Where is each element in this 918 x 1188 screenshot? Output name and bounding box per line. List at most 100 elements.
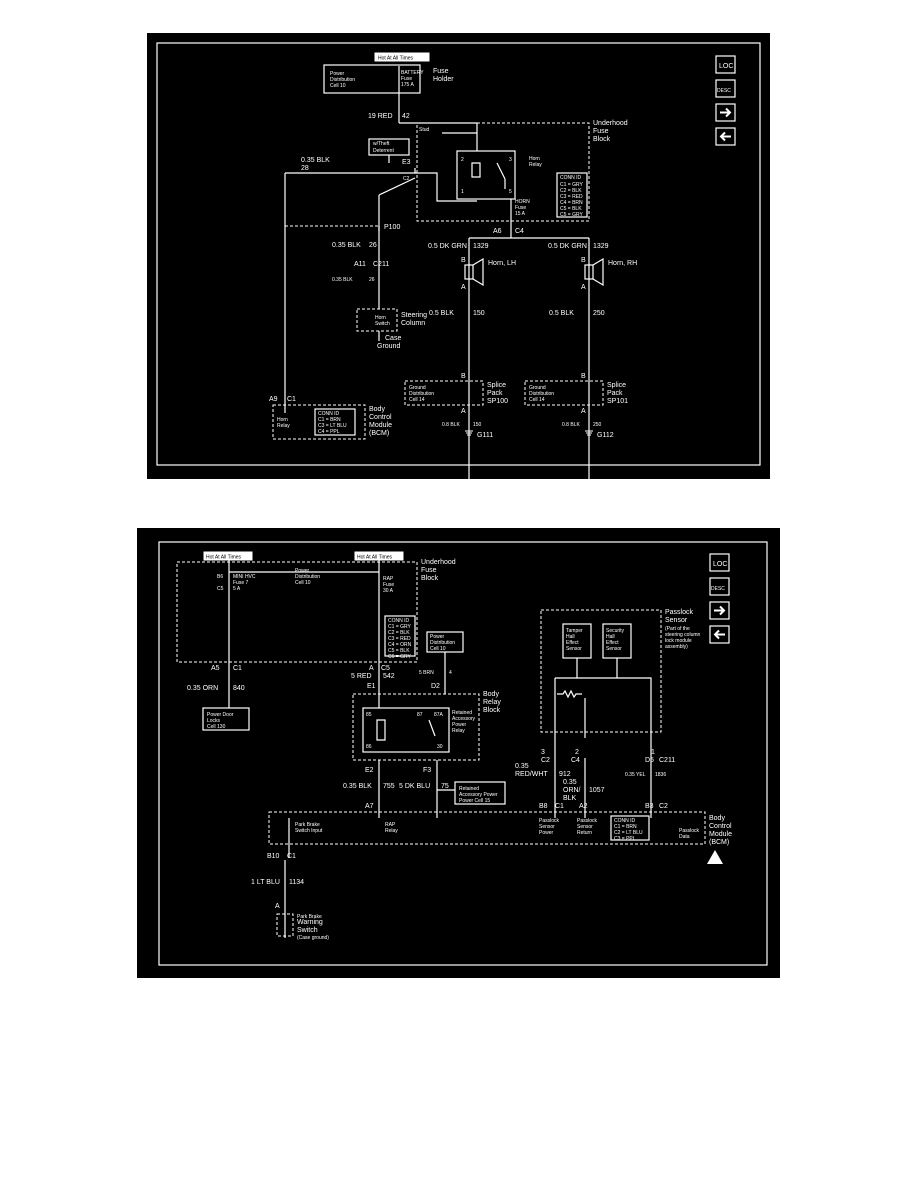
underhood-label-2: Fuse (593, 128, 609, 135)
wire-lt-blu: 1 LT BLU (251, 879, 280, 886)
ground-dist-label: Ground (529, 385, 546, 391)
body-relay-label-3: Block (483, 707, 501, 714)
location-button-label: LOC (719, 63, 733, 70)
relay-pin-87a: 87A (434, 712, 444, 718)
hot-label-1 (203, 551, 253, 561)
wire-orn-blk: ORN/ (563, 787, 581, 794)
underhood-label-3: Block (593, 136, 611, 143)
previous-page-button[interactable] (709, 625, 730, 644)
park-brake-switch-label-2: Warning (297, 919, 323, 926)
relay-pin-87: 87 (417, 712, 423, 718)
underhood-fuse-block (416, 122, 590, 222)
bcm-conn-id-title: CONN ID (614, 818, 636, 824)
wire-1329-rh: 1329 (593, 243, 609, 250)
park-brake-switch (276, 913, 294, 937)
bcm-conn-id-title: CONN ID (318, 411, 340, 417)
horn-relay-label: Horn (529, 156, 540, 162)
battery-fuse-rating: 175 A (401, 82, 414, 88)
diagram-frame (158, 541, 768, 966)
pd-box-label: Power (430, 634, 445, 640)
wire-42-label: 42 (402, 113, 410, 120)
wire-150: 150 (473, 310, 485, 317)
conn-d5: D5 (645, 757, 654, 764)
splice-label-2: Pack (487, 390, 503, 397)
splice-100-pin-a: A (461, 408, 466, 415)
rap-relay-bcm-label-2: Relay (385, 828, 398, 834)
ground-dist-label: Ground (409, 385, 426, 391)
arrow-right-icon (720, 107, 732, 118)
wire-250b: 250 (593, 422, 602, 428)
arrow-right-icon (714, 605, 726, 616)
conn-a5: A5 (211, 665, 220, 672)
security-label-3: Effect (606, 640, 619, 646)
wire-orn-blk-gauge: 0.35 (563, 779, 577, 786)
arrow-left-icon (713, 629, 725, 640)
conn-p100: P100 (384, 224, 400, 231)
wire-26b: 26 (369, 277, 375, 283)
horn-lh-icon (464, 264, 474, 280)
horn-rh-pin-a: A (581, 284, 586, 291)
security-label-2: Hall (606, 634, 615, 640)
splice-100-pin-b: B (461, 373, 466, 380)
rap-power-cell: Power Cell 15 (459, 798, 490, 804)
wire-542: 542 (383, 673, 395, 680)
rap-relay-label-4: Relay (452, 728, 465, 734)
pin-2: 2 (575, 749, 579, 756)
conn-b6: B6 (217, 574, 223, 580)
theft-label: w/Theft (373, 141, 390, 147)
bcm-label-3: Module (369, 422, 392, 429)
rap-fuse-rating: 30 A (383, 588, 394, 594)
power-door-locks-box (202, 707, 250, 731)
conn-a6: A6 (493, 228, 502, 235)
ground-dist-cell: Cell 14 (529, 397, 545, 403)
power-distribution-label: Power (330, 71, 345, 77)
wire-yel: 0.35 YEL (625, 772, 646, 778)
next-page-button[interactable] (715, 103, 736, 122)
conn-a2: A2 (579, 803, 588, 810)
splice-label-3: SP100 (487, 398, 508, 405)
conn-id-title: CONN ID (560, 175, 582, 181)
stud-label: Stud (419, 127, 430, 133)
rap-fuse-label-2: Fuse (383, 582, 394, 588)
bcm-conn-id-item: C1 = BRN (318, 417, 341, 423)
splice-label-2: Pack (607, 390, 623, 397)
previous-page-button[interactable] (715, 127, 736, 146)
wire-red: 5 RED (351, 673, 372, 680)
horn-fuse-label: HORN (515, 199, 530, 205)
passlock-data-label-2: Data (679, 834, 690, 840)
conn-id-item: C4 = BRN (560, 200, 583, 206)
description-button[interactable]: DESC (715, 79, 736, 98)
passlock-note: (Part of the (665, 626, 690, 632)
horn-circuit-diagram: LOC DESC Hot At All Times Power Distribu… (147, 33, 770, 479)
park-brake-switch-label-4: (Case ground) (297, 935, 329, 941)
conn-id-item: C5 = GRY (560, 212, 583, 218)
wire-75: 75 (441, 783, 449, 790)
horn-fuse-rating: 15 A (515, 211, 526, 217)
underhood-label: Underhood (593, 120, 628, 127)
park-brake-input-label: Park Brake (295, 822, 320, 828)
conn-a11: A11 (354, 261, 366, 268)
horn-feed-wires (468, 229, 590, 479)
location-button[interactable]: LOC (715, 55, 736, 74)
hot-at-all-times-label (374, 52, 430, 62)
splice-pack-sp101 (524, 380, 604, 406)
body-relay-label-2: Relay (483, 699, 501, 706)
wire-dk-blu: 5 DK BLU (399, 783, 430, 790)
sensor-return-label-2: Sensor (577, 824, 593, 830)
description-button[interactable]: DESC (709, 577, 730, 596)
fuse-holder-label: Fuse (433, 68, 449, 75)
rap-fuse-label: RAP (383, 576, 394, 582)
sensor-power-label: Passlock (539, 818, 560, 824)
splice-101-pin-a: A (581, 408, 586, 415)
next-page-button[interactable] (709, 601, 730, 620)
bcm-label-2: Control (709, 823, 732, 830)
body-relay-label: Body (483, 691, 499, 698)
power-distribution-label-2: Distribution (330, 77, 355, 83)
location-button[interactable]: LOC (709, 553, 730, 572)
conn-c1c: C1 (287, 853, 296, 860)
conn-e2: E2 (365, 767, 374, 774)
steering-column-box (356, 308, 398, 332)
conn-c2b: C2 (659, 803, 668, 810)
conn-e3: E3 (402, 159, 411, 166)
conn-c2: C2 (403, 176, 410, 182)
